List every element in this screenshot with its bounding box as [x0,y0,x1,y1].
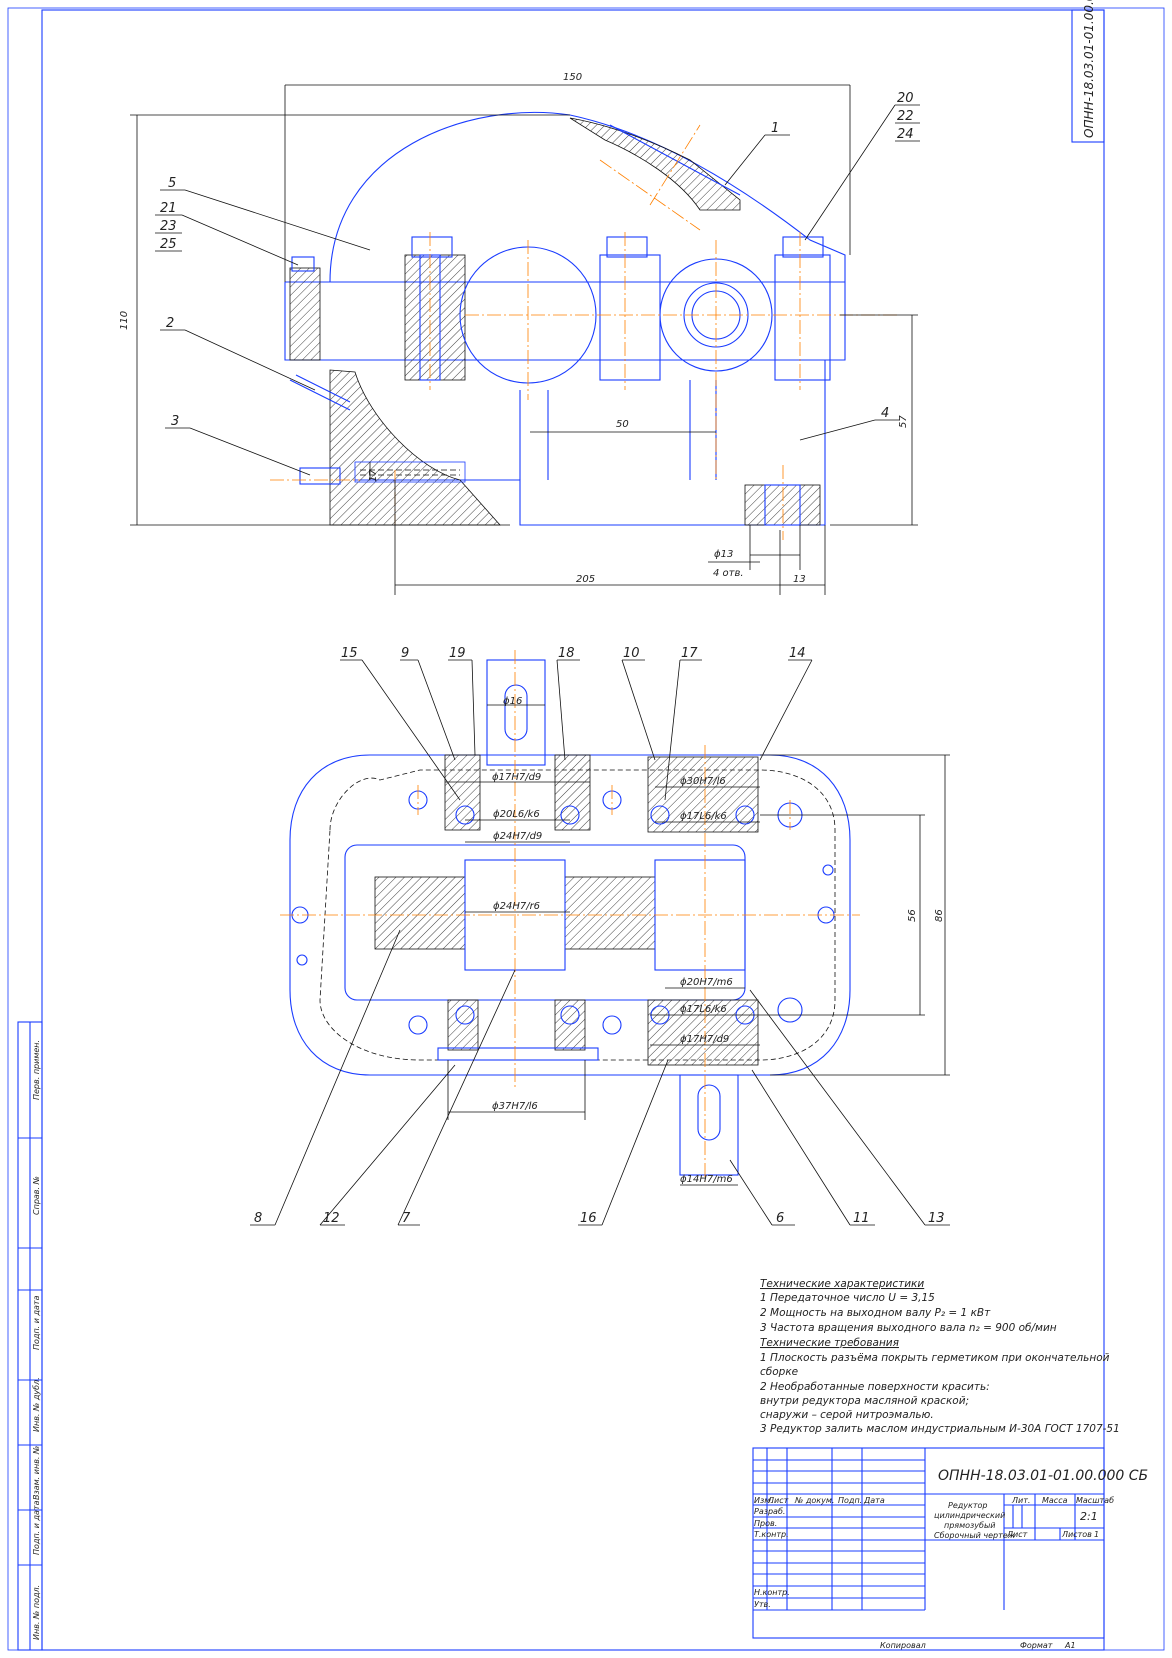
part-number-22: 22 [897,109,914,124]
product-name-line: Сборочный чертеж [934,1531,1016,1540]
dim-56: 56 [907,909,918,922]
corner-stamp-code: ОПНН-18.03.01-01.00.000 СБ [1082,0,1096,138]
part-number-20: 20 [897,91,914,106]
dim-phi17h7d9-lower: ϕ17H7/d9 [680,1034,729,1045]
requirements-title: Технические требования [760,1337,899,1349]
requirement-line: 1 Плоскость разъёма покрыть герметиком п… [760,1352,1110,1364]
requirement-line: внутри редуктора масляной краской; [760,1395,969,1407]
dim-hole-diameter: ϕ13 [714,549,733,560]
part-number-15: 15 [341,646,358,661]
scale-value: 2:1 [1080,1510,1098,1523]
row-label: Разраб. [754,1507,785,1516]
dim-150: 150 [563,72,582,83]
part-number-12: 12 [323,1211,340,1226]
drawing-frame [7,7,1165,1651]
sheets-value: 1 [1094,1530,1099,1539]
lit-label: Лит. [1011,1496,1030,1505]
dim-57: 57 [898,415,909,428]
product-name-line: Редуктор [948,1501,987,1510]
strip-label: Справ. № [32,1176,41,1215]
technical-notes: Технические характеристики 1 Передаточно… [760,1278,1120,1435]
scale-label: Масштаб [1076,1496,1114,1505]
side-strip: Перв. примен. Справ. № Подп. и дата Инв.… [32,1040,41,1640]
sheet-label: Лист [1006,1530,1028,1539]
col-header: Лист [767,1496,789,1505]
requirement-line: 2 Необработанные поверхности красить: [760,1381,990,1393]
col-header: № докум. [794,1496,834,1505]
col-header: Изм. [754,1496,773,1505]
part-number-4: 4 [881,406,889,421]
dim-phi16: ϕ16 [503,696,522,707]
dim-205: 205 [576,574,595,585]
requirement-line: сборке [760,1366,798,1378]
part-number-9: 9 [401,646,409,661]
dim-phi17l6k6-upper: ϕ17L6/k6 [680,811,727,822]
col-header: Дата [863,1496,885,1505]
copied-label: Копировал [880,1641,926,1650]
characteristic-line: 3 Частота вращения выходного вала n₂ = 9… [760,1322,1057,1334]
part-number-3: 3 [171,414,179,429]
characteristics-title: Технические характеристики [760,1278,924,1290]
part-number-6: 6 [776,1211,784,1226]
part-number-14: 14 [789,646,806,661]
dim-86: 86 [934,909,945,922]
dim-phi24h7r6: ϕ24H7/r6 [493,901,540,912]
part-number-7: 7 [402,1211,411,1226]
part-number-19: 19 [449,646,466,661]
dim-phi17h7d9: ϕ17H7/d9 [492,772,541,783]
dim-13: 13 [793,574,806,585]
mass-label: Масса [1042,1496,1068,1505]
dim-phi20h7m6: ϕ20H7/m6 [680,977,733,988]
part-number-1: 1 [771,121,779,136]
sheets-label: Листов [1061,1530,1092,1539]
requirement-line: снаружи – серой нитроэмалью. [760,1409,934,1421]
product-name-line: прямозубый [944,1521,996,1530]
dim-110: 110 [119,311,130,330]
strip-label: Инв. № дубл. [32,1377,41,1432]
dim-50: 50 [616,419,629,430]
plan-view: ϕ16 ϕ17H7/d9 ϕ20L6/k6 ϕ24H7/d9 ϕ24H7/r6 … [250,646,950,1226]
dim-phi37h7l6: ϕ37H7/l6 [492,1101,538,1112]
strip-label: Перв. примен. [32,1040,41,1100]
format-value: А1 [1064,1641,1076,1650]
title-block: ОПНН-18.03.01-01.00.000 СБ Редуктор цили… [752,1447,1148,1650]
row-label: Н.контр. [754,1588,790,1597]
front-view: 150 110 57 50 205 13 ϕ13 4 отв. 17 1 20 … [119,72,920,595]
row-label: Пров. [754,1519,777,1528]
dim-17: 17 [368,469,379,482]
part-number-10: 10 [623,646,640,661]
strip-label: Подп. и дата [32,1295,41,1350]
product-name-line: цилиндрический [934,1511,1005,1520]
dim-phi30h7l6: ϕ30H7/l6 [680,776,726,787]
part-number-11: 11 [853,1211,870,1226]
dim-phi17l6k6-lower: ϕ17L6/k6 [680,1004,727,1015]
part-number-18: 18 [558,646,575,661]
part-number-23: 23 [160,219,177,234]
part-number-2: 2 [166,316,174,331]
characteristic-line: 2 Мощность на выходном валу P₂ = 1 кВт [760,1307,991,1319]
part-number-21: 21 [160,201,177,216]
strip-label: Взам. инв. № [32,1446,41,1500]
format-label: Формат [1020,1641,1053,1650]
characteristic-line: 1 Передаточное число U = 3,15 [760,1292,935,1304]
requirement-line: 3 Редуктор залить маслом индустриальным … [760,1423,1120,1435]
part-number-5: 5 [168,176,176,191]
row-label: Утв. [754,1600,771,1609]
dim-phi20l6k6: ϕ20L6/k6 [493,809,540,820]
title-block-code: ОПНН-18.03.01-01.00.000 СБ [938,1468,1148,1484]
row-label: Т.контр. [754,1530,789,1539]
col-header: Подп. [838,1496,862,1505]
dim-phi24h7d9: ϕ24H7/d9 [493,831,542,842]
part-number-8: 8 [254,1211,262,1226]
part-number-17: 17 [681,646,698,661]
part-number-25: 25 [160,237,177,252]
strip-label: Инв. № подл. [32,1585,41,1640]
dim-hole-count: 4 отв. [713,568,744,579]
dim-phi14h7m6: ϕ14H7/m6 [680,1174,733,1185]
part-number-13: 13 [928,1211,945,1226]
part-number-16: 16 [580,1211,597,1226]
part-number-24: 24 [897,127,914,142]
strip-label: Подп. и дата [32,1500,41,1555]
